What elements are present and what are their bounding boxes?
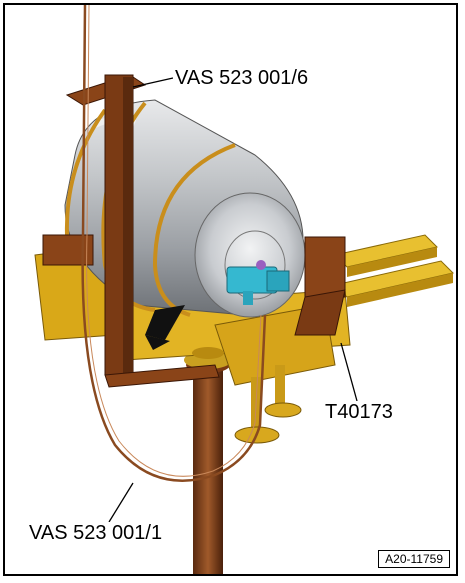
label-fixture: T40173 (323, 401, 395, 423)
label-bracket: VAS 523 001/6 (173, 67, 311, 89)
tank-fixture-illustration (34, 5, 454, 574)
figure-id: A20-11759 (378, 550, 450, 568)
leader-lines (108, 77, 358, 523)
holding-bracket (42, 74, 346, 388)
hose-line (81, 5, 267, 482)
stand-column (184, 351, 232, 574)
valve-coupling (226, 260, 290, 305)
label-hose: VAS 523 001/1 (27, 522, 165, 544)
illustration-frame: VAS 523 001/6 T40173 VAS 523 001/1 A20-1… (3, 3, 458, 576)
